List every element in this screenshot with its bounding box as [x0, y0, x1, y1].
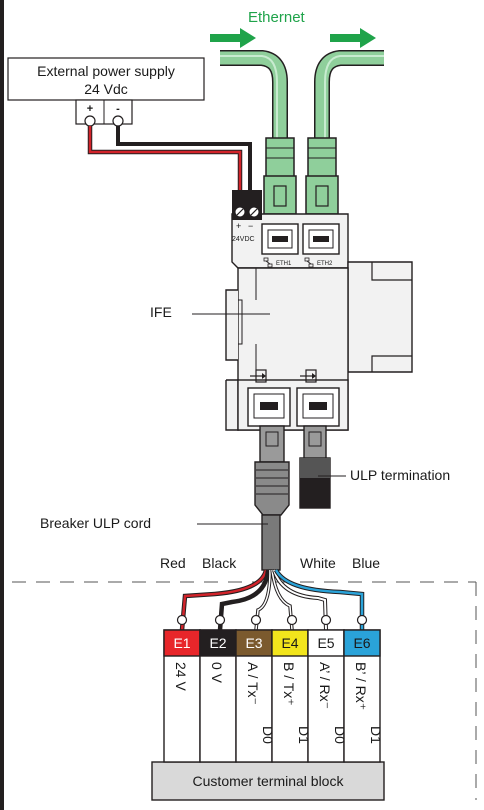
connector-plus: +: [236, 221, 241, 231]
ethernet-plug-1: [263, 137, 297, 215]
ethernet-arrow-1: [210, 28, 256, 48]
terminal-id: E4: [281, 635, 298, 651]
terminal-header: [343, 629, 381, 657]
ethernet-label: Ethernet: [248, 9, 306, 26]
terminal-header: [307, 629, 345, 657]
terminal-e6: E6 B’ / Rx⁺ D1: [343, 629, 384, 763]
terminal-signal: A’ / Rx⁻: [317, 662, 333, 709]
external-power-supply: External power supply 24 Vdc + -: [7, 57, 205, 127]
terminal-signal: 0 V: [209, 662, 225, 684]
minus-sign: -: [116, 103, 120, 115]
ulp-termination: [299, 425, 331, 509]
customer-terminal-block: Customer terminal block E1 24 V E2 0 V E3 A /…: [151, 629, 385, 801]
cord-wires: [176, 568, 368, 631]
power-supply-line2: 24 Vdc: [84, 81, 128, 97]
plus-sign: +: [87, 103, 93, 115]
terminal-header: [163, 629, 201, 657]
terminal-e2: E2 0 V: [199, 629, 237, 763]
mounting-rail: [0, 0, 4, 810]
connector-minus: −: [248, 221, 253, 231]
connector-voltage-label: 24VDC: [232, 236, 255, 243]
breaker-ulp-cord: [261, 514, 281, 571]
terminal-id: E5: [317, 635, 334, 651]
eth2-label: ETH2: [317, 261, 333, 267]
ethernet-arrow-2: [330, 28, 376, 48]
wire-white-label: White: [300, 555, 336, 571]
terminal-id: E3: [245, 635, 262, 651]
terminal-e5: E5A’ / Rx⁻D0: [307, 629, 348, 763]
minus-terminal-screw: [112, 115, 124, 127]
terminal-e3: E3A / Tx⁻D0: [235, 629, 276, 763]
ulp-port-1: [247, 369, 291, 427]
wire-blue-label: Blue: [352, 555, 380, 571]
power-wire-red: [87, 126, 243, 192]
terminal-signal: B’ / Rx⁺: [353, 662, 369, 710]
ethernet-cable-2: [314, 50, 384, 140]
customer-boundary: [12, 581, 477, 800]
ife-label: IFE: [150, 304, 172, 320]
breaker-ulp-cord-label: Breaker ULP cord: [40, 515, 151, 531]
ulp-icon: [300, 369, 317, 383]
wire-red-label: Red: [160, 555, 186, 571]
power-connector: + − 24VDC: [232, 190, 262, 243]
power-supply-line1: External power supply: [37, 63, 175, 79]
eth1-label: ETH1: [276, 261, 292, 267]
customer-terminal-block-label: Customer terminal block: [193, 773, 345, 789]
terminal-header: [199, 629, 237, 657]
terminal-id: E1: [173, 635, 190, 651]
terminal-signal: B / Tx⁺: [281, 662, 297, 706]
wire-black-label: Black: [202, 555, 237, 571]
terminal-sub-signal: D1: [368, 726, 384, 744]
ulp-termination-label: ULP termination: [350, 467, 450, 483]
terminal-signal: A / Tx⁻: [245, 662, 261, 705]
terminal-id: E2: [209, 635, 226, 651]
network-icon: [304, 257, 314, 268]
power-wire-black: [116, 126, 252, 192]
terminal-e4: E4B / Tx⁺D1: [271, 629, 312, 763]
terminal-e1: E1 24 V: [163, 629, 201, 763]
network-icon: [263, 257, 273, 268]
terminal-id: E6: [353, 635, 370, 651]
breaker-ulp-cord-plug: [254, 425, 290, 516]
eth2-port: ETH2: [302, 223, 340, 268]
terminal-signal: 24 V: [173, 662, 189, 691]
eth1-port: ETH1: [261, 223, 299, 268]
ethernet-cable-1: [220, 50, 288, 140]
plus-terminal-screw: [84, 115, 96, 127]
terminal-header: [235, 629, 273, 657]
ethernet-plug-2: [305, 137, 339, 215]
ulp-icon: [250, 369, 267, 383]
